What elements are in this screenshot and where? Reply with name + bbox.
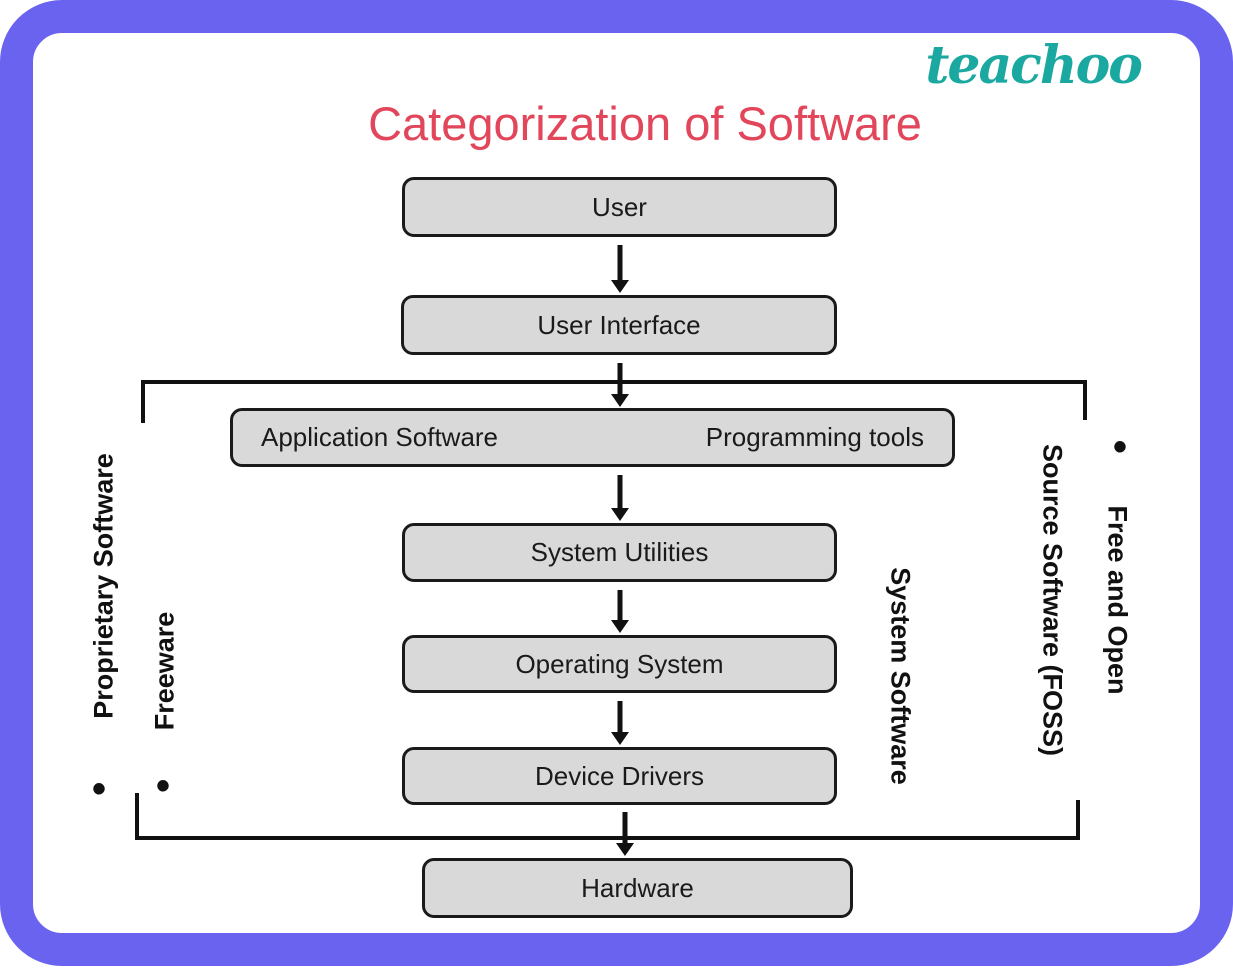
flow-box-application-programming: Application Software Programming tools xyxy=(230,408,955,467)
arrow-drivers-to-hardware xyxy=(616,812,634,856)
bracket-top-left-tick xyxy=(141,380,145,423)
arrow-interface-to-application xyxy=(611,363,629,407)
bracket-bottom-right-tick xyxy=(1076,800,1080,840)
bracket-top-right-tick xyxy=(1083,380,1087,420)
system-utilities-label: System Utilities xyxy=(530,537,709,567)
flow-box-user: User xyxy=(402,177,837,237)
bracket-bottom-left-tick xyxy=(135,793,139,840)
flow-box-device-drivers: Device Drivers xyxy=(402,747,837,805)
application-software-label: Application Software xyxy=(261,422,499,452)
device-drivers-label: Device Drivers xyxy=(534,760,705,791)
flow-box-user-interface: User Interface xyxy=(401,295,837,355)
arrow-utilities-to-os xyxy=(611,590,629,633)
bracket-bottom-horizontal xyxy=(135,836,1080,840)
operating-system-label: Operating System xyxy=(515,648,724,679)
page-title: Categorization of Software xyxy=(368,97,922,150)
programming-tools-label: Programming tools xyxy=(705,422,924,452)
arrow-application-to-utilities xyxy=(611,475,629,521)
side-label-proprietary-software: Proprietary Software xyxy=(88,453,119,719)
flow-box-system-utilities: System Utilities xyxy=(402,523,837,582)
hardware-label: Hardware xyxy=(581,872,694,903)
arrow-os-to-drivers xyxy=(611,701,629,745)
flow-box-user-label: User xyxy=(592,191,647,222)
arrow-user-to-interface xyxy=(611,245,629,293)
bracket-top-horizontal xyxy=(143,380,1087,384)
flow-box-hardware: Hardware xyxy=(422,858,853,918)
teachoo-logo: teachoo xyxy=(925,35,1143,96)
side-label-system-software: System Software xyxy=(885,567,916,785)
flow-box-user-interface-label: User Interface xyxy=(537,309,701,340)
side-label-foss-line1: Free and Open xyxy=(1102,505,1133,695)
side-label-freeware: Freeware xyxy=(149,611,180,731)
flow-box-operating-system: Operating System xyxy=(402,635,837,693)
side-label-foss-line2: Source Software (FOSS) xyxy=(1037,443,1068,757)
